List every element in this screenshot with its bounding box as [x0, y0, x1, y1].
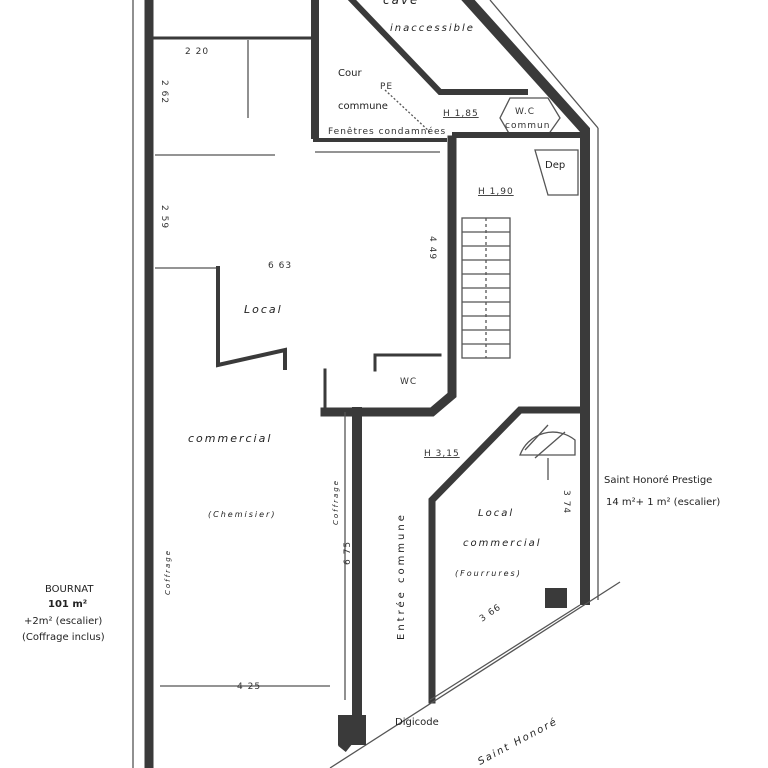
chemisier-local: Local: [244, 303, 283, 316]
wall-fourrures: [428, 406, 582, 704]
spiral-staircase: [519, 424, 576, 480]
wc-commun-label: W.C: [515, 107, 535, 117]
h185-label: H 1,85: [443, 109, 479, 119]
pillar: [338, 715, 366, 745]
left-note-extra: +2m² (escalier): [24, 616, 102, 627]
labels: cave inaccessible Cour commune PE Fenêtr…: [22, 0, 720, 768]
commune-label: commune: [338, 101, 388, 112]
fourrures-name: (Fourrures): [455, 569, 522, 578]
digicode-label: Digicode: [395, 717, 439, 728]
pillar: [545, 588, 567, 608]
dim-366: 3 66: [478, 602, 503, 624]
left-note-name: BOURNAT: [45, 584, 94, 595]
wall-corridor: [337, 407, 362, 753]
h315-label: H 3,15: [424, 449, 460, 459]
partition: [216, 266, 287, 370]
inaccessible-label: inaccessible: [390, 23, 475, 34]
chemisier-commercial: commercial: [188, 432, 272, 445]
h190-label: H 1,90: [478, 187, 514, 197]
left-note-detail: (Coffrage inclus): [22, 632, 105, 643]
staircase: [461, 217, 511, 359]
dep-box: [534, 149, 579, 196]
fenetres-label: Fenêtres condamnées: [328, 126, 446, 137]
coffrage-label: Coffrage: [332, 479, 340, 525]
dim-663: 6 63: [268, 261, 292, 271]
left-note-area: 101 m²: [48, 599, 87, 610]
entree-commune-label: Entrée commune: [395, 512, 407, 640]
dim-675: 6 75: [343, 541, 353, 565]
wall-cave: [347, 0, 528, 95]
cour-label: Cour: [338, 68, 362, 79]
pe-label: PE: [380, 82, 393, 92]
wc-commun-label: commun: [505, 121, 550, 131]
fourrures-commercial: commercial: [463, 538, 542, 549]
street-label: Saint Honoré: [476, 715, 560, 767]
dim-449: 4 49: [427, 236, 437, 260]
cave-label: cave: [383, 0, 419, 7]
dotted-line: [384, 89, 431, 133]
wall-central: [320, 135, 457, 417]
dim-425: 4 25: [237, 682, 261, 692]
right-note-name: Saint Honoré Prestige: [604, 474, 712, 486]
outer-line-right: [489, 0, 599, 129]
wc-label: WC: [400, 377, 417, 387]
wall-right: [461, 0, 590, 605]
dim-262: 2 62: [159, 80, 169, 104]
chemisier-name: (Chemisier): [208, 510, 276, 519]
dim-374: 3 74: [561, 490, 571, 514]
dim-259: 2 59: [159, 205, 169, 229]
wc-wall: [373, 353, 442, 372]
street-line: [329, 581, 621, 768]
facade-line: [429, 604, 581, 701]
fourrures-local: Local: [478, 508, 514, 519]
right-note-area: 14 m²+ 1 m² (escalier): [606, 497, 720, 508]
dim-220: 2 20: [185, 47, 209, 57]
walls: [132, 0, 621, 768]
coffrage-label: Coffrage: [164, 549, 172, 595]
dep-label: Dep: [545, 160, 565, 171]
